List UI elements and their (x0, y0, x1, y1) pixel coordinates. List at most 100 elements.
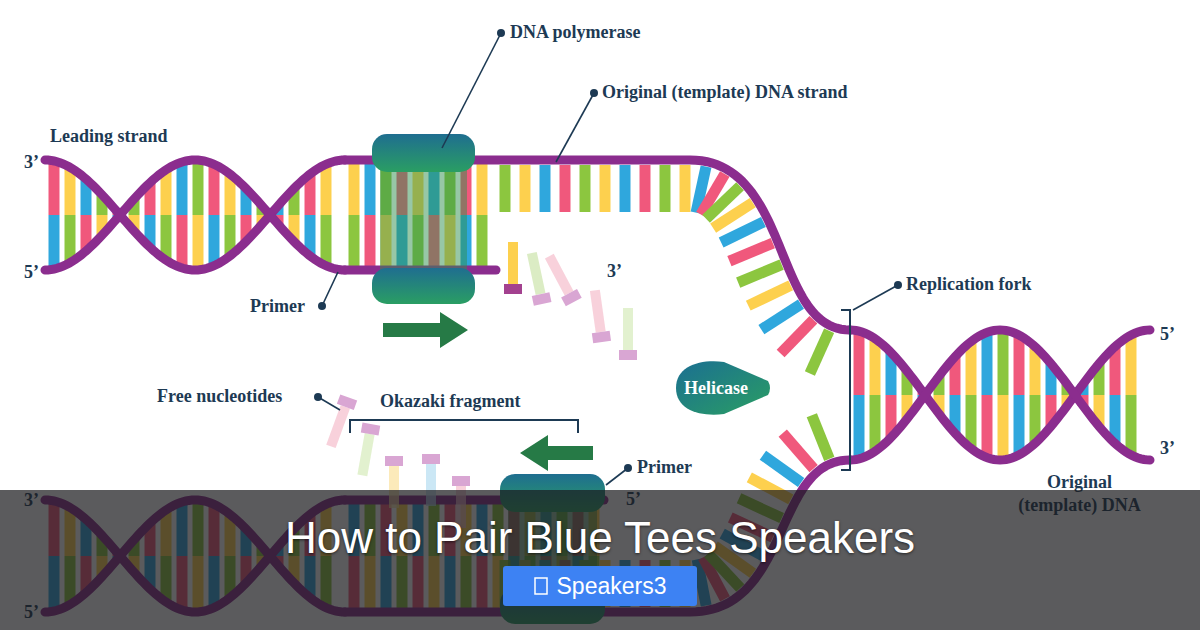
single-base (580, 165, 591, 212)
base-pair (998, 330, 1009, 395)
single-base (540, 165, 551, 212)
free-nucleotides (322, 242, 637, 528)
base-pair (209, 215, 220, 266)
base-pair (209, 164, 220, 215)
title-banner: How to Pair Blue Tees Speakers (0, 490, 1200, 630)
part-label: DNA polymerase (510, 22, 640, 44)
single-base (783, 433, 814, 468)
single-base (680, 165, 691, 212)
part-label: Replication fork (906, 274, 1032, 296)
leader-line (322, 272, 338, 306)
page-title: How to Pair Blue Tees Speakers (0, 514, 1200, 562)
nucleotide-base (623, 308, 633, 350)
dna-polymerase (372, 134, 475, 304)
single-base (560, 165, 571, 212)
nucleotide-phosphate (619, 350, 637, 360)
nucleotide-phosphate (385, 456, 403, 466)
base-pair (854, 395, 865, 459)
leader-dot (314, 393, 322, 401)
leader-line (606, 468, 628, 485)
nucleotide-phosphate (452, 476, 470, 486)
single-base (812, 415, 829, 459)
base-pair (193, 160, 204, 215)
single-base (640, 165, 651, 212)
base-pair (1126, 395, 1137, 455)
free-nucleotide (619, 308, 637, 360)
base-pair (321, 164, 332, 215)
nucleotide-base (545, 254, 574, 296)
base-pair (982, 332, 993, 395)
free-nucleotide (504, 242, 522, 294)
polymerase-cap (372, 268, 475, 304)
part-label: Free nucleotides (157, 386, 282, 408)
base-pair (365, 160, 376, 215)
leader-line (556, 93, 594, 162)
nucleotide-phosphate (337, 394, 357, 410)
strand-end-label: 5’ (1160, 324, 1175, 346)
single-base (763, 455, 801, 482)
single-base (810, 331, 829, 374)
leader-dot (497, 29, 505, 37)
leader-dot (894, 281, 902, 289)
single-base (620, 165, 631, 212)
leader-line (442, 33, 501, 148)
single-base (500, 165, 511, 212)
polymerase-cap (372, 134, 475, 172)
free-nucleotide (353, 423, 380, 477)
base-pair (177, 215, 188, 268)
part-label: Original (template) DNA strand (602, 82, 847, 104)
base-pair (349, 160, 360, 215)
okazaki-bracket (350, 420, 578, 433)
button-icon (534, 577, 548, 595)
strand-end-label: 5’ (24, 262, 39, 284)
nucleotide-base (357, 433, 374, 476)
part-label: Primer (250, 296, 305, 318)
button-label: Speakers3 (557, 573, 667, 600)
single-base (781, 320, 814, 354)
nucleotide-phosphate (592, 331, 611, 343)
base-pair (477, 215, 488, 270)
single-base (721, 222, 763, 243)
polymerase-body (380, 156, 467, 282)
free-nucleotide (541, 252, 581, 306)
nucleotide-base (326, 405, 350, 448)
leader-dot (590, 89, 598, 97)
single-base (600, 165, 611, 212)
base-pair (349, 215, 360, 270)
base-pair (1126, 335, 1137, 395)
strand-end-label: 3’ (24, 152, 39, 174)
direction-arrow (383, 312, 468, 348)
dna-strand (45, 160, 345, 270)
dna-strand (850, 330, 1150, 460)
enzyme-label: Helicase (684, 378, 748, 399)
single-base (761, 304, 801, 329)
nucleotide-phosphate (561, 289, 582, 306)
nucleotide-phosphate (504, 284, 522, 294)
part-label: Leading strand (50, 126, 168, 148)
base-pair (321, 215, 332, 266)
nucleotide-phosphate (361, 423, 380, 436)
base-pair (1014, 395, 1025, 455)
leader-lines (314, 29, 902, 485)
free-nucleotide (586, 289, 611, 343)
nucleotide-base (590, 290, 606, 333)
part-label: Okazaki fragment (380, 391, 520, 413)
nucleotide-base (508, 242, 518, 284)
base-pair (477, 160, 488, 215)
dna-strand (850, 330, 1150, 460)
leader-line (853, 285, 898, 310)
base-pair (854, 331, 865, 395)
base-pair (49, 161, 60, 215)
helicase-enzyme: Helicase (672, 357, 772, 419)
single-base (738, 265, 781, 283)
arrows-brackets (350, 310, 850, 471)
nucleotide-phosphate (422, 454, 440, 464)
base-pair (177, 162, 188, 215)
strand-end-label: 3’ (607, 261, 622, 283)
nucleotide-phosphate (532, 292, 552, 306)
base-pair (1014, 335, 1025, 395)
base-pair (49, 215, 60, 269)
button-icon (535, 578, 547, 594)
leader-dot (624, 464, 632, 472)
